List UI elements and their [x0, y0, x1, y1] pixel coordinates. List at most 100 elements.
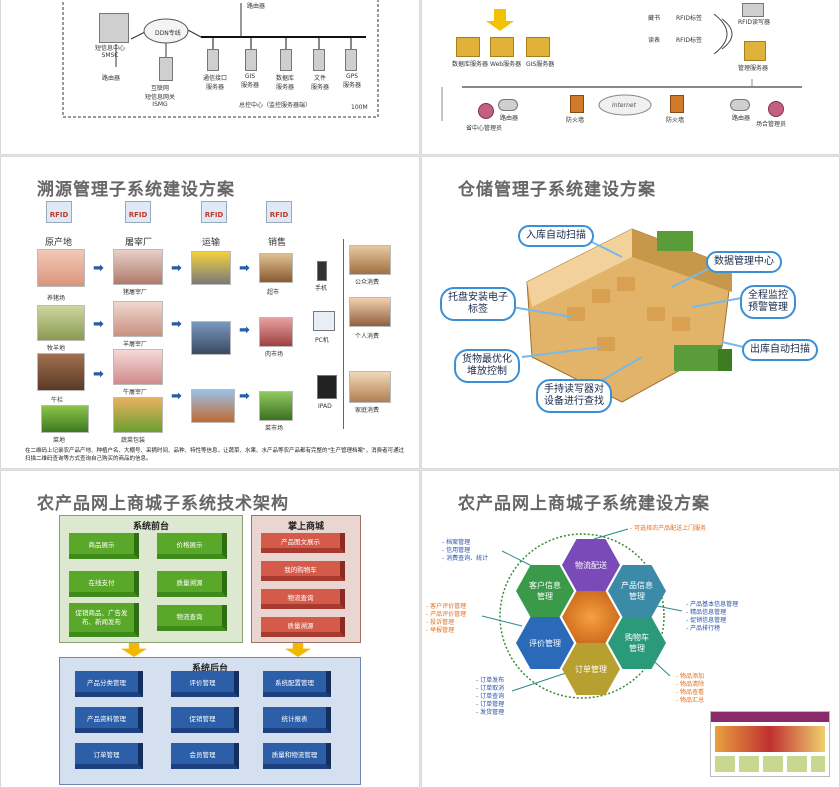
consume-label: 个人消费: [355, 333, 380, 340]
list-cart: - 物品添加 - 物品清除 - 物品查看 - 物品汇总: [676, 673, 705, 704]
callout-handheld-reader: 手持读写器对 设备进行查找: [536, 379, 612, 413]
front-price-display: 价格展示: [157, 533, 227, 559]
factory-item: 牛屠宰厂: [123, 389, 148, 396]
veg-packing-photo: [113, 397, 163, 433]
back-orders: 订单管理: [75, 743, 143, 769]
col-origin: 原产地: [45, 238, 73, 248]
thumbnail-header: [711, 712, 829, 722]
internet-label: Internet: [612, 102, 636, 109]
back-config: 系统配置管理: [263, 671, 331, 697]
center-admin-label: 省中心管理员: [466, 125, 503, 132]
flow-arrow-icon: ➡: [171, 317, 182, 332]
front-promotion: 促销商品、广告发布、新闻发布: [69, 603, 139, 637]
gis-server-label: GIS服务器: [526, 61, 555, 68]
hex-customer: 客户信息 管理: [516, 565, 574, 617]
user-label: 场合管理员: [756, 121, 787, 128]
router-icon-right-2: [730, 99, 750, 111]
router2-label: 路由器: [732, 115, 751, 122]
veg-market-photo: [259, 391, 293, 421]
family-consume-photo: [349, 371, 391, 403]
rfid-reader-label: RFID读写器: [738, 19, 771, 26]
vegetable-field-photo: [41, 405, 89, 433]
pc-icon: [313, 311, 335, 331]
origin-item: 牛栏: [51, 397, 64, 404]
mgmt-server-box: [744, 41, 766, 61]
back-reports: 统计报表: [263, 707, 331, 733]
back-review: 评价管理: [171, 671, 239, 697]
db-server-box: [456, 37, 480, 57]
sms-center-icon: [99, 13, 129, 43]
consume-label: 家庭消费: [355, 407, 380, 414]
thumbnail-products: [715, 756, 825, 772]
hex-review: 评价管理: [516, 617, 574, 669]
device-label: 手机: [315, 285, 328, 292]
flow-arrow-icon: ➡: [171, 389, 182, 404]
router-label-right: 路由器: [500, 115, 519, 122]
flow-arrow-icon: ➡: [239, 261, 250, 276]
gis-server-box: [526, 37, 550, 57]
card1-label: 藏书: [648, 15, 661, 22]
slide-mall-architecture: 农产品网上商城子系统技术架构 系统前台 商品展示 价格展示 在线支付 质量溯源 …: [0, 470, 420, 788]
gateway-icon: [159, 57, 173, 81]
ddn-label: DDN专线: [155, 30, 181, 37]
slide-mall-solution: 农产品网上商城子系统建设方案 物流配送 客户信息 管理 产品信息 管理 评价管理…: [421, 470, 840, 788]
gps-label: GPS 服务器: [343, 73, 362, 89]
sale-item: 超市: [267, 289, 280, 296]
flow-arrow-icon: ➡: [171, 261, 182, 276]
server-file-icon: [313, 49, 325, 71]
pig-farm-photo: [37, 249, 85, 287]
warehouse-illustration: [511, 228, 753, 403]
web-server-label: Web服务器: [490, 61, 522, 68]
router-label-left: 路由器: [102, 75, 121, 82]
front-quality-trace: 质量溯源: [157, 571, 227, 597]
ipad-icon: [317, 375, 337, 399]
flow-arrow-icon: ➡: [239, 323, 250, 338]
db-server-label: 数据库服务器: [452, 61, 489, 68]
truck-photo: [191, 251, 231, 285]
file-label: 文件 服务器: [311, 75, 330, 91]
slide-network-left: 短信息中心 SMSC 路由器 DDN专线 互联网 短信息网关 ISMG 路由器 …: [0, 0, 420, 155]
mall-architecture-title: 农产品网上商城子系统技术架构: [37, 494, 289, 514]
gis-label: GIS 服务器: [241, 73, 260, 89]
flow-arrow-icon: ➡: [93, 367, 104, 382]
mobile-quality: 质量溯源: [261, 617, 345, 637]
front-product-display: 商品展示: [69, 533, 139, 559]
origin-item: 菜地: [53, 437, 66, 444]
callout-inbound-scan: 入库自动扫描: [518, 225, 594, 247]
hex-logistics: 物流配送: [562, 539, 620, 591]
col-factory: 屠宰厂: [125, 238, 153, 248]
list-product: - 产品基本信息管理 - 精品信息管理 - 促销信息管理 - 产品排行榜: [686, 601, 739, 632]
back-members: 会员管理: [171, 743, 239, 769]
router-icon-right: [498, 99, 518, 111]
web-server-box: [490, 37, 514, 57]
connector-arrow-left: [121, 643, 147, 657]
mall-screenshot-thumbnail: [710, 711, 830, 777]
slide-warehouse: 仓储管理子系统建设方案 入库自动扫描 数据管理中心 托盘安装电子 标签 全程监控…: [421, 156, 840, 469]
rfid-tag-icon: RFID: [46, 201, 72, 223]
factory-item: 猪屠宰厂: [123, 289, 148, 296]
hex-center: [562, 591, 620, 643]
firewall-label-1: 防火墙: [566, 117, 585, 124]
flow-arrow-icon: ➡: [93, 261, 104, 276]
callout-storage-optimize: 货物最优化 堆放控制: [454, 349, 520, 383]
firewall-icon-2: [670, 95, 684, 113]
mobile-label: 掌上商城: [287, 522, 324, 532]
list-review: - 客户评价管理 - 产品评价管理 - 投诉管理 - 举报管理: [426, 603, 467, 634]
back-promotion: 促销管理: [171, 707, 239, 733]
sheep-slaughter-photo: [113, 301, 163, 337]
rfid-tag-icon: RFID: [266, 201, 292, 223]
pig-slaughter-photo: [113, 249, 163, 285]
connector-arrow-right: [285, 643, 311, 657]
device-label: PC机: [315, 337, 329, 344]
cattle-slaughter-photo: [113, 349, 163, 385]
mall-solution-title: 农产品网上商城子系统建设方案: [458, 494, 710, 514]
train-photo: [191, 389, 235, 423]
network-diagram-right: [441, 9, 802, 121]
red-divider: [343, 239, 344, 429]
backend-label: 系统后台: [191, 664, 228, 674]
list-orders: - 订单发布 - 订单取消 - 订单查询 - 订单管理 - 发货管理: [476, 677, 505, 716]
phone-icon: [317, 261, 327, 281]
slide-network-right: 数据库服务器 Web服务器 GIS服务器 Internet 路由器 防火墙 防火…: [421, 0, 840, 155]
hex-cart: 购物车 管理: [608, 617, 666, 669]
callout-data-center: 数据管理中心: [706, 251, 782, 273]
